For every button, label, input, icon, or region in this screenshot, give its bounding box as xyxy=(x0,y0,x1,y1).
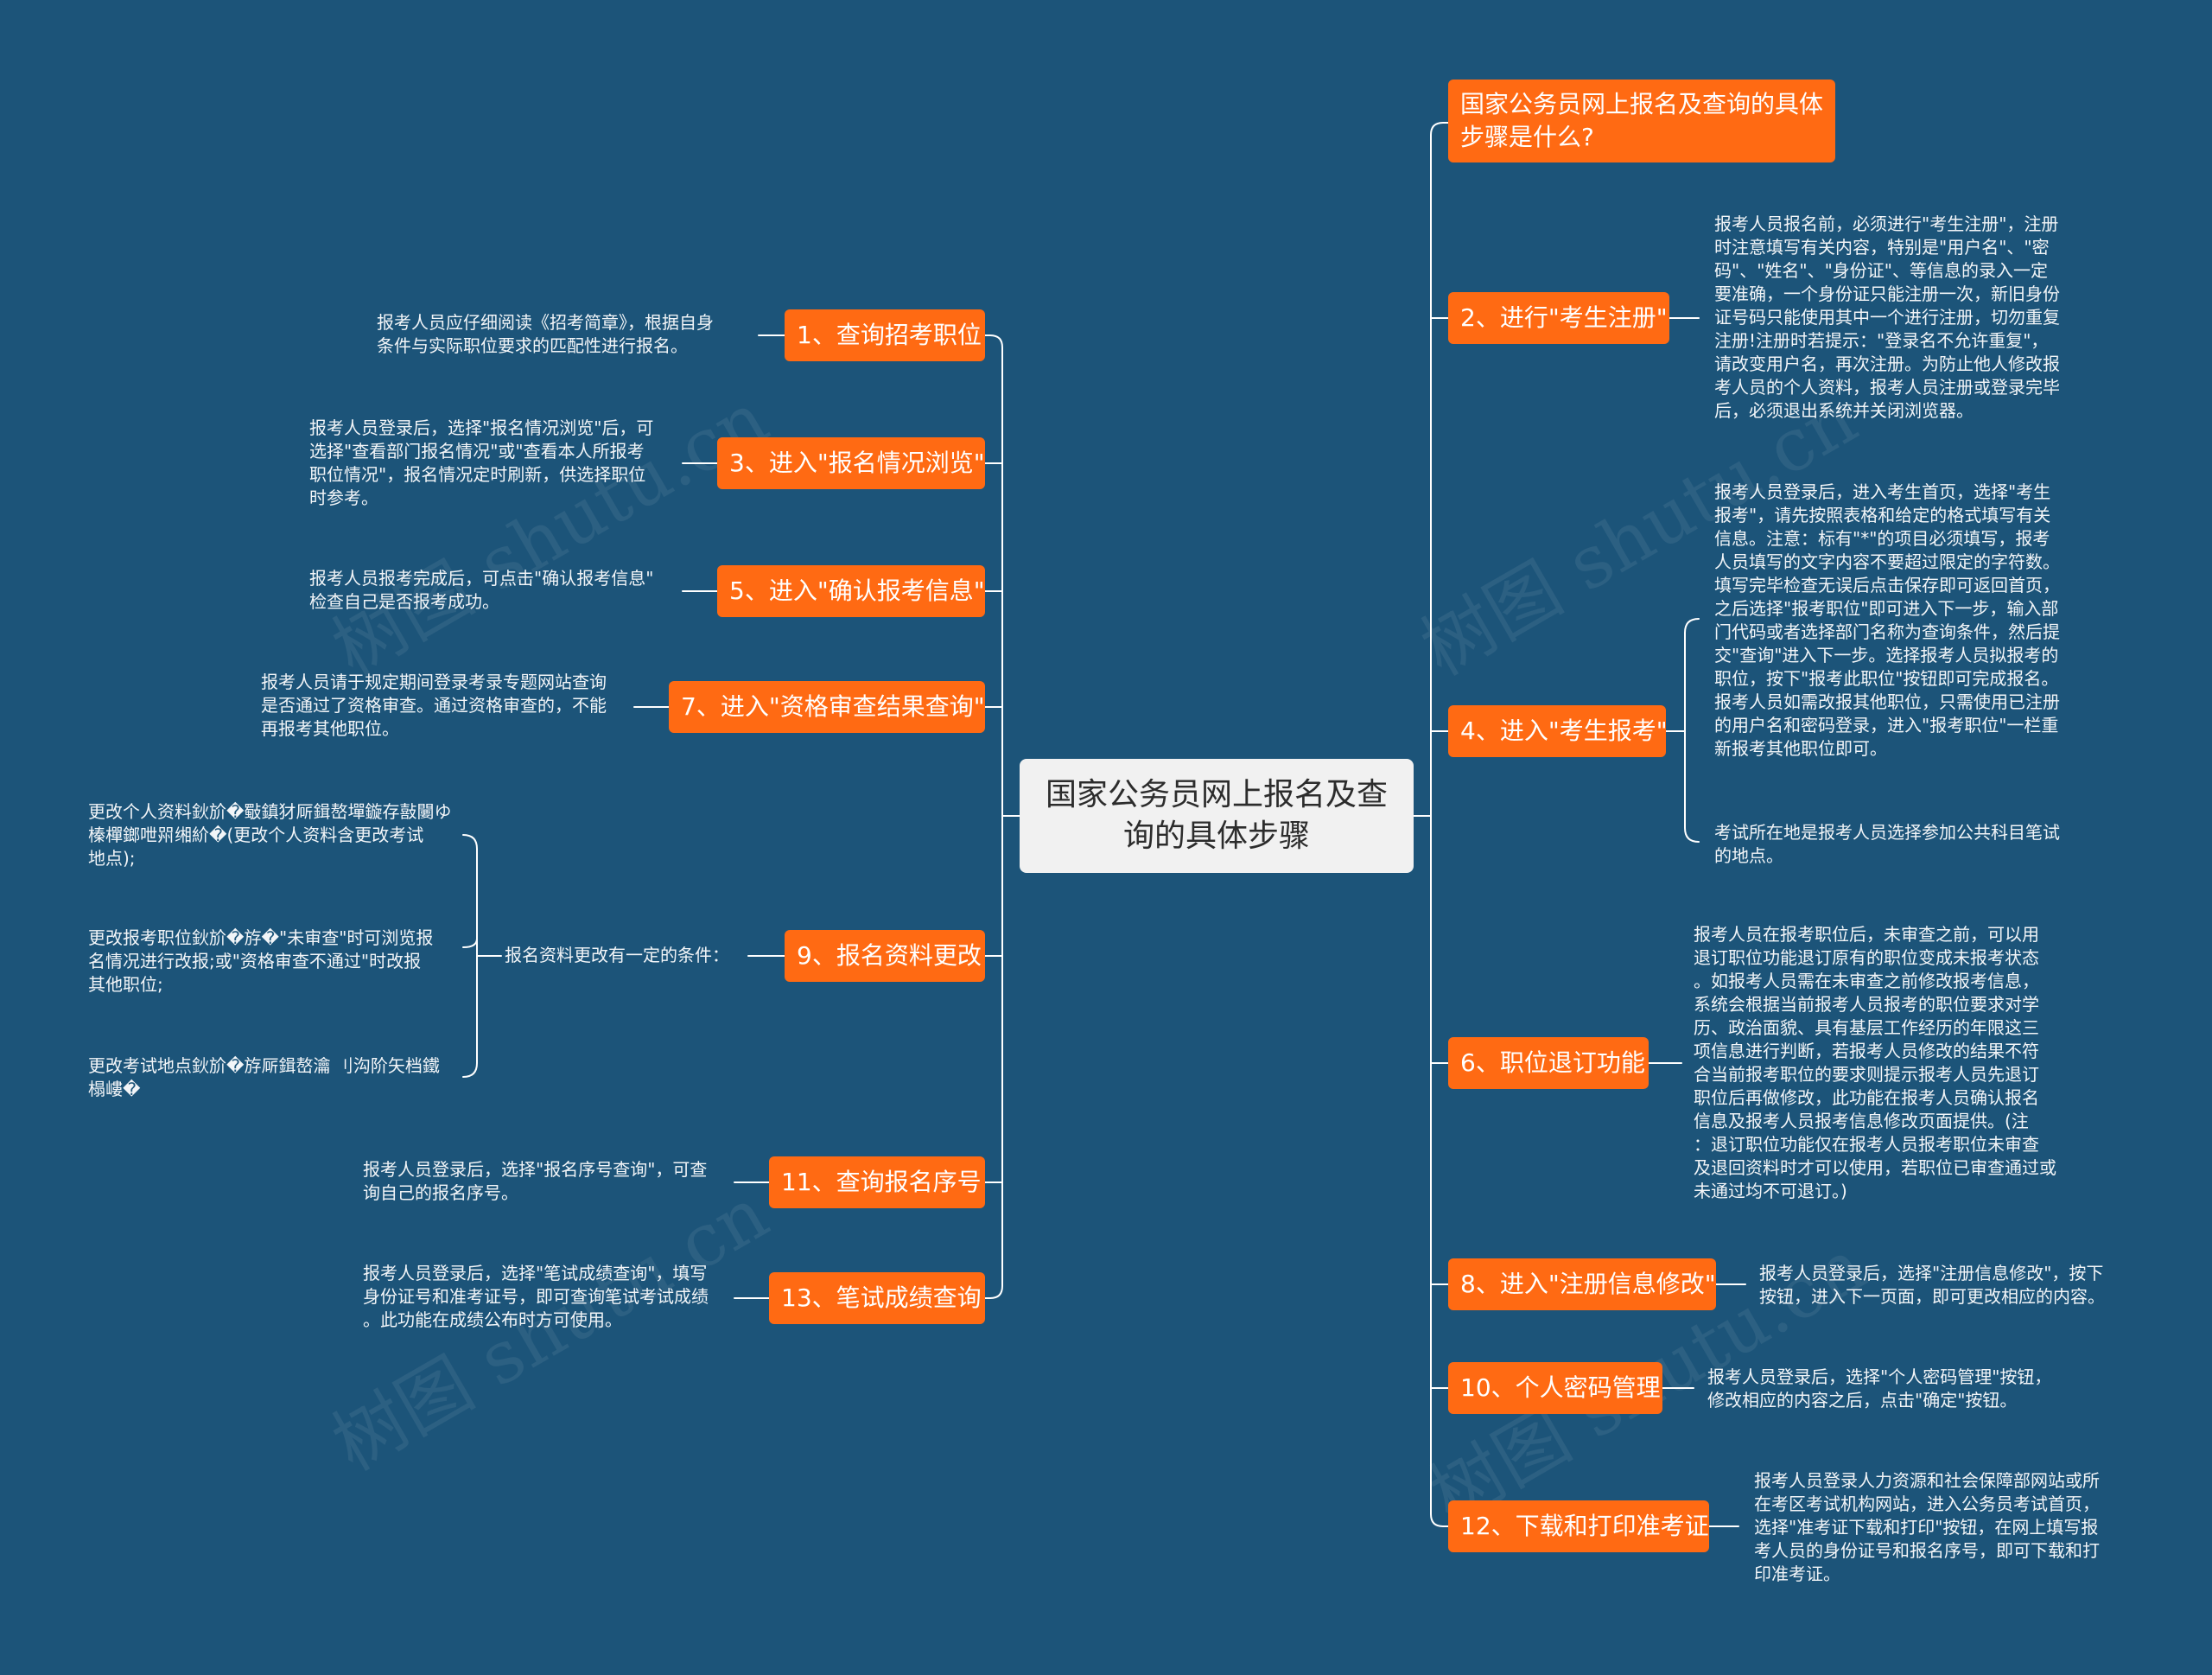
topic-password[interactable]: 10、个人密码管理 xyxy=(1448,1362,1662,1414)
topic-apply[interactable]: 4、进入"考生报考" xyxy=(1448,705,1668,757)
note-query-serial: 报考人员登录后，选择"报名序号查询"，可查 询自己的报名序号。 xyxy=(363,1159,708,1203)
note-query-positions: 报考人员应仔细阅读《招考简章》，根据自身 条件与实际职位要求的匹配性进行报名。 xyxy=(377,312,714,356)
note-qualification-result: 报考人员请于规定期间登录考录专题网站查询 是否通过了资格审查。通过资格审查的，不… xyxy=(261,672,607,739)
topic-withdraw[interactable]: 6、职位退订功能 xyxy=(1448,1037,1649,1089)
topic-admission-ticket[interactable]: 12、下载和打印准考证 xyxy=(1448,1500,1709,1552)
topic-query-positions[interactable]: 1、查询招考职位 xyxy=(785,309,985,361)
sub-change-personal: 更改个人资料鈥斺�斀鎮​犲厛鍓嶅墠鏇存敼闄ゆ 榛樿鎯呭喌缃紒�(更改个人资料含更… xyxy=(88,801,452,869)
note-edit-registration: 报考人员登录后，选择"注册信息修改"，按下 按钮，进入下一页面，即可更改相应的内… xyxy=(1759,1263,2105,1307)
topic-confirm-info[interactable]: 5、进入"确认报考信息" xyxy=(717,565,985,617)
central-topic[interactable]: 国家公务员网上报名及查 询的具体步骤 xyxy=(1020,759,1414,873)
sub-change-location: 更改考试地点鈥斺�斿厛鍓嶅瀹 刂沟阶矢档鐵 榻嶁� xyxy=(88,1055,440,1099)
note-password: 报考人员登录后，选择"个人密码管理"按钮， 修改相应的内容之后，点击"确定"按钮… xyxy=(1707,1366,2052,1411)
sub-exam-location: 考试所在地是报考人员选择参加公共科目笔试 的地点。 xyxy=(1714,822,2060,866)
left-trunk xyxy=(984,334,1003,1299)
note-confirm-info: 报考人员报考完成后，可点击"确认报考信息" 检查自己是否报考成功。 xyxy=(309,568,654,612)
topic-qualification-result[interactable]: 7、进入"资格审查结果查询" xyxy=(669,681,985,733)
topic-change-info[interactable]: 9、报名资料更改 xyxy=(785,930,985,982)
topic-query-serial[interactable]: 11、查询报名序号 xyxy=(769,1156,985,1208)
topic-register[interactable]: 2、进行"考生注册" xyxy=(1448,292,1669,344)
q4-bracket xyxy=(1684,618,1700,843)
note-register: 报考人员报名前，必须进行"考生注册"，注册 时注意填写有关内容，特别是"用户名"… xyxy=(1714,213,2060,421)
sub-change-position: 更改报考职位鈥斺�斿�"未审查"时可浏览报 名情况进行改报;或"资格审查不通过"… xyxy=(88,927,434,995)
right-trunk xyxy=(1430,122,1449,1527)
topic-browse-registration[interactable]: 3、进入"报名情况浏览" xyxy=(717,437,985,489)
topic-question[interactable]: 国家公务员网上报名及查询的具体 步骤是什么? xyxy=(1448,80,1835,162)
note-withdraw: 报考人员在报考职位后，未审查之前，可以用 退订职位功能退订原有的职位变成未报考状… xyxy=(1694,924,2056,1201)
note-exam-score: 报考人员登录后，选择"笔试成绩查询"，填写 身份证号和准考证号，即可查询笔试考试… xyxy=(363,1263,709,1330)
topic-exam-score[interactable]: 13、笔试成绩查询 xyxy=(769,1272,985,1324)
note-admission-ticket: 报考人员登录人力资源和社会保障部网站或所 在考区考试机构网站，进入公务员考试首页… xyxy=(1754,1470,2100,1584)
q9-bracket xyxy=(462,834,478,1078)
change-conditions-label: 报名资料更改有一定的条件： xyxy=(505,945,729,965)
topic-edit-registration[interactable]: 8、进入"注册信息修改" xyxy=(1448,1258,1716,1310)
note-browse-registration: 报考人员登录后，选择"报名情况浏览"后，可 选择"查看部门报名情况"或"查看本人… xyxy=(309,417,654,508)
sub-apply-steps: 报考人员登录后，进入考生首页，选择"考生 报考"，请先按照表格和给定的格式填写有… xyxy=(1714,481,2060,759)
